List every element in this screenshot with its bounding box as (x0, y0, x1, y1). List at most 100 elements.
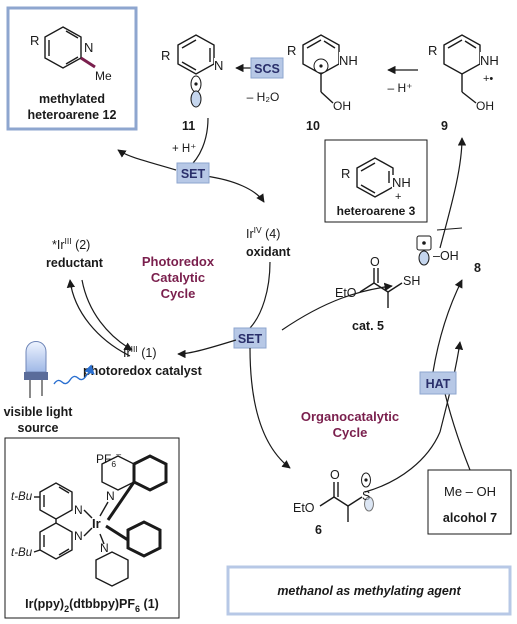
methyl-bond (80, 56, 96, 69)
label-9: 9 (441, 119, 448, 133)
pf6-charge: – (116, 449, 121, 459)
set-top-label: SET (181, 167, 206, 181)
eto-group-5: EtO (335, 286, 357, 300)
r-group-12: R (30, 33, 39, 48)
svg-text:IrIV (4): IrIV (4) (246, 225, 280, 241)
carbonyl-o-5: O (370, 255, 380, 269)
organo-line2: Cycle (333, 425, 368, 440)
ir4-number: (4) (262, 227, 281, 241)
svg-text:*IrIII (2): *IrIII (2) (52, 236, 90, 252)
set-mid-label: SET (238, 332, 263, 346)
n-atom-12: N (84, 40, 93, 55)
lightbulb-icon (24, 341, 48, 398)
n-atom-4: N (100, 541, 109, 555)
n-atom-1: N (74, 503, 83, 517)
nh-atom-3: NH (392, 175, 411, 190)
n-atom-3: N (106, 489, 115, 503)
ir-complex-box: PF6– t-Bu t-Bu N N Ir N N Ir(ppy)2(dtbbp… (4, 437, 180, 619)
ir4-symbol: Ir (246, 227, 254, 241)
sh-group-5: SH (403, 274, 420, 288)
star-ir-number: (2) (72, 238, 91, 252)
pyridine-ring-12 (44, 26, 96, 69)
compound-9: R NH +• OH 9 (428, 34, 500, 133)
scs-label: SCS (254, 62, 280, 76)
pf6-subscript: 6 (111, 459, 116, 469)
compound-5: O EtO SH cat. 5 (335, 255, 420, 333)
photoredox-cycle-label: Photoredox Catalytic Cycle (142, 254, 215, 301)
oh-group-9: OH (476, 99, 494, 113)
hat-label: HAT (426, 377, 451, 391)
photoredox-line3: Cycle (161, 286, 196, 301)
compound-10: R NH OH 10 (287, 34, 359, 133)
oh-group-8: –OH (433, 249, 459, 263)
ir-excited-species: *IrIII (2) reductant (46, 236, 104, 270)
ir3-symbol: Ir (123, 346, 131, 360)
svg-text:IrIII (1): IrIII (1) (123, 344, 156, 360)
alcohol-7-box: Me – OH alcohol 7 (427, 469, 512, 535)
label-8: 8 (474, 261, 481, 275)
photoredox-line2: Catalytic (151, 270, 205, 285)
label-11: 11 (182, 119, 195, 133)
ir-iii-species: IrIII (1) photoredox catalyst (83, 344, 203, 378)
oxidant-label: oxidant (246, 245, 291, 259)
light-source-line2: source (18, 421, 59, 435)
scs-step-box: SCS (250, 57, 284, 79)
organocatalytic-cycle-label: Organocatalytic Cycle (301, 409, 399, 440)
ir3-oxidation: III (131, 344, 138, 354)
tbu-upper: t-Bu (11, 491, 33, 503)
oh-group-10: OH (333, 99, 351, 113)
wavy-arrow-icon (53, 364, 95, 385)
r-group-9: R (428, 43, 437, 58)
complex-name: Ir(ppy)2(dtbbpy)PF6 (1) (25, 597, 159, 614)
minus-h2o-label: – H₂O (247, 90, 280, 104)
star-ir-symbol: *Ir (52, 238, 65, 252)
label-6: 6 (315, 523, 322, 537)
svg-text:PF6–: PF6– (96, 449, 121, 469)
set-mid-step-box: SET (233, 327, 267, 349)
nh-atom-10: NH (339, 53, 358, 68)
set-top-step-box: SET (176, 162, 210, 184)
r-group-3: R (341, 166, 350, 181)
r-group-11: R (161, 48, 170, 63)
light-source-line1: visible light (4, 405, 74, 419)
radical-cation-9: +• (483, 73, 493, 85)
methanol-banner: methanol as methylating agent (226, 565, 512, 616)
methylated-label-line1: methylated (39, 92, 105, 106)
me-group-12: Me (95, 69, 112, 83)
ir4-oxidation: IV (254, 225, 262, 235)
nh-atom-9: NH (480, 53, 499, 68)
methylated-label-line2: heteroarene 12 (28, 108, 117, 122)
minus-h-label: – H⁺ (387, 81, 412, 95)
ir-iv-species: IrIV (4) oxidant (246, 225, 291, 259)
reductant-label: reductant (46, 256, 104, 270)
compound-11: R N 11 (161, 34, 226, 133)
heteroarene-3-label: heteroarene 3 (337, 204, 416, 218)
ir-center: Ir (92, 516, 101, 531)
banner-text: methanol as methylating agent (277, 584, 461, 598)
compound-8: –OH 8 (416, 235, 481, 275)
plus-charge-3: + (395, 191, 401, 203)
carbonyl-o-6: O (330, 468, 340, 482)
heteroarene-3-box: R NH + heteroarene 3 (324, 139, 428, 223)
alcohol-7-label: alcohol 7 (443, 511, 497, 525)
ir3-number: (1) (138, 346, 157, 360)
meoh-formula: Me – OH (444, 484, 496, 499)
n-atom-11: N (214, 58, 223, 73)
star-ir-oxidation: III (65, 236, 72, 246)
cat5-label: cat. 5 (352, 319, 384, 333)
label-10: 10 (306, 119, 320, 133)
eto-group-6: EtO (293, 501, 315, 515)
hat-step-box: HAT (419, 371, 457, 395)
n-atom-2: N (74, 529, 83, 543)
methylated-heteroarene-box: R N Me methylated heteroarene 12 (6, 6, 138, 131)
plus-h-label: + H⁺ (172, 143, 196, 155)
tbu-lower: t-Bu (11, 547, 33, 559)
s-atom-6: S (362, 489, 370, 503)
photoredox-catalyst-label: photoredox catalyst (83, 364, 203, 378)
photoredox-line1: Photoredox (142, 254, 215, 269)
r-group-10: R (287, 43, 296, 58)
radical-orbital-11 (190, 75, 202, 108)
pf6-symbol: PF (96, 452, 111, 466)
organo-line1: Organocatalytic (301, 409, 399, 424)
